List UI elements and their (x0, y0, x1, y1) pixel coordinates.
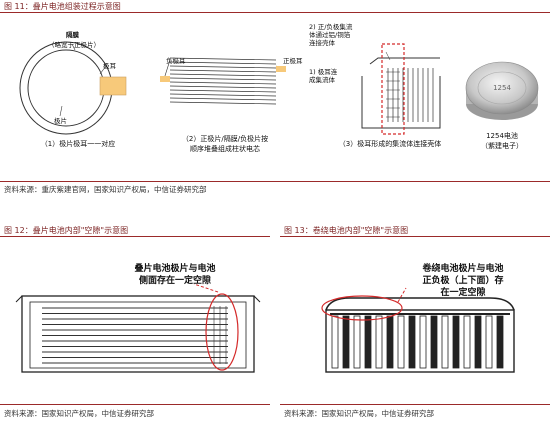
caption-2-line1: （2）正极片/隔膜/负极片按 (181, 135, 269, 143)
fig13-wound-cell-drawing (321, 287, 515, 373)
fig13-callout-line2: 正负极（上下面）存 (422, 276, 504, 286)
fig12-stacked-cell-drawing (15, 283, 261, 373)
stack-sheet-line (169, 77, 277, 81)
fig13-winding-block (485, 315, 493, 369)
fig13-winding-block (386, 315, 394, 369)
fig13-bottom-rule (280, 404, 550, 405)
fig13-top-rule (280, 236, 550, 237)
fig12-source: 资料来源：国家知识产权局，中信证券研究部 (4, 409, 154, 418)
fig13-source: 资料来源：国家知识产权局，中信证券研究部 (284, 409, 434, 418)
diaphragm-note: （略宽于正极片） (48, 41, 100, 49)
connector-note-line1: 1) 极耳连 (309, 68, 338, 76)
fig13-winding-block (452, 315, 460, 369)
connector-note: 1) 极耳连 成集流体 (309, 68, 337, 84)
stack-sheet-line (169, 65, 277, 69)
coin-battery-image: 1254 (465, 61, 539, 120)
stack-sheet-line (169, 81, 277, 85)
fig13-title: 图 13：卷绕电池内部"空隙"示意图 (284, 226, 409, 235)
caption-1: （1）极片极耳一一对应 (40, 140, 116, 148)
sheet-label: 极片 (54, 117, 67, 125)
fig11-bottom-rule (0, 181, 550, 182)
fig12-callout-line1: 叠片电池极片与电池 (134, 264, 216, 274)
fig13-winding-block (496, 315, 504, 369)
fig12-top-rule (0, 236, 270, 237)
fig11-source: 资料来源：重庆紫建官网，国家知识产权局，中信证券研究部 (4, 185, 207, 194)
fig13-callout-line3: 在一定空隙 (440, 288, 486, 298)
stack-sheet-line (169, 101, 277, 105)
fig13-winding-block (353, 315, 361, 369)
fig11-panel3-drawing (361, 43, 441, 135)
fig11-top-rule (0, 12, 550, 13)
caption-2: （2）正极片/隔膜/负极片按 顺序堆叠组成柱状电芯 (160, 134, 290, 154)
stack-sheet-line (169, 97, 277, 101)
fig12-callout-line2: 侧面存在一定空隙 (138, 276, 211, 286)
fig13-winding-block (397, 315, 405, 369)
stack-sheet-line (169, 85, 277, 89)
battery-label-block: 1254电池 （紫建电子） (470, 131, 534, 151)
fig13-winding-block (408, 315, 416, 369)
collector-note: 2) 正/负极集流 体通过铝/铜箔 连接壳体 (309, 23, 352, 47)
fig13-callout-line1: 卷绕电池极片与电池 (422, 264, 504, 274)
fig13-winding-block (364, 315, 372, 369)
stack-sheet-line (169, 61, 277, 65)
fig13-winding-block (419, 315, 427, 369)
fig13-winding-block (430, 315, 438, 369)
stack-sheet-line (169, 69, 277, 73)
stack-sheet-line (169, 57, 277, 61)
pos-tab-label: 正极耳 (283, 57, 303, 65)
fig12-bottom-rule (0, 404, 270, 405)
tab-label: 极耳 (103, 62, 116, 70)
stack-sheet-line (169, 93, 277, 97)
caption-3: （3）极耳形成的集流体连接壳体 (338, 140, 442, 148)
fig13-winding-block (474, 315, 482, 369)
fig13-winding-block (441, 315, 449, 369)
collector-note-line3: 连接壳体 (309, 39, 335, 47)
fig13-winding-block (342, 315, 350, 369)
fig11-panel2-drawing (160, 57, 286, 105)
collector-note-line2: 体通过铝/铜箔 (309, 31, 351, 39)
fig12-callout: 叠片电池极片与电池 侧面存在一定空隙 (100, 263, 250, 287)
connector-note-line2: 成集流体 (309, 76, 335, 84)
neg-tab-label: 负极耳 (166, 57, 186, 65)
fig13-winding-block (375, 315, 383, 369)
caption-2-line2: 顺序堆叠组成柱状电芯 (190, 145, 260, 153)
fig13-winding-block (331, 315, 339, 369)
stack-sheet-line (169, 89, 277, 93)
fig13-winding-block (463, 315, 471, 369)
fig11-panel1-drawing (19, 41, 127, 135)
fig11-title: 图 11：叠片电池组装过程示意图 (4, 2, 121, 11)
fig13-callout: 卷绕电池极片与电池 正负极（上下面）存 在一定空隙 (388, 263, 538, 299)
battery-label: 1254电池 (486, 132, 518, 140)
svg-text:1254: 1254 (493, 84, 511, 92)
collector-note-line1: 2) 正/负极集流 (309, 23, 353, 31)
diaphragm-label: 隔膜 (66, 31, 79, 39)
stack-sheet-line (169, 73, 277, 77)
battery-brand: （紫建电子） (481, 142, 523, 150)
fig12-title: 图 12：叠片电池内部"空隙"示意图 (4, 226, 129, 235)
